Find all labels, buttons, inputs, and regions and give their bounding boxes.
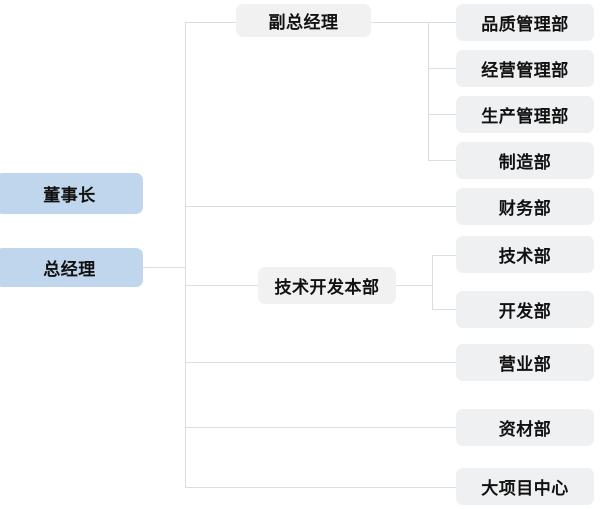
node-general-manager[interactable]: 总经理 bbox=[0, 248, 143, 287]
node-business-management-label: 经营管理部 bbox=[481, 61, 569, 80]
connector-subtrunk-to-technology bbox=[432, 255, 457, 256]
connector-deputy-gm-to-subtrunk bbox=[370, 22, 429, 23]
connector-main-trunk bbox=[185, 22, 186, 488]
connector-trunk-to-finance bbox=[185, 206, 457, 207]
node-technology-label: 技术部 bbox=[498, 247, 552, 266]
connector-subtrunk-to-quality bbox=[428, 22, 457, 23]
node-quality-management[interactable]: 品质管理部 bbox=[456, 4, 594, 41]
node-development-label: 开发部 bbox=[498, 302, 552, 321]
connector-tech-hq-to-subtrunk bbox=[395, 285, 433, 286]
connector-subtrunk-to-manufacturing bbox=[428, 160, 457, 161]
node-chairman-label: 董事长 bbox=[43, 186, 96, 205]
connector-trunk-to-sales bbox=[185, 362, 457, 363]
connector-subtrunk-to-development bbox=[432, 309, 457, 310]
node-sales[interactable]: 营业部 bbox=[456, 344, 594, 381]
node-deputy-general-manager[interactable]: 副总经理 bbox=[236, 4, 371, 37]
node-sales-label: 营业部 bbox=[498, 355, 552, 374]
node-quality-management-label: 品质管理部 bbox=[481, 15, 569, 34]
node-technology[interactable]: 技术部 bbox=[456, 236, 594, 273]
connector-subtrunk-to-production bbox=[428, 114, 457, 115]
connector-trunk-to-deputy-gm bbox=[185, 22, 237, 23]
node-development[interactable]: 开发部 bbox=[456, 291, 594, 328]
node-finance[interactable]: 财务部 bbox=[456, 188, 594, 225]
node-major-project-center[interactable]: 大项目中心 bbox=[456, 468, 594, 505]
node-major-project-center-label: 大项目中心 bbox=[481, 479, 569, 498]
node-production-management-label: 生产管理部 bbox=[481, 107, 569, 126]
node-chairman[interactable]: 董事长 bbox=[0, 173, 143, 214]
node-finance-label: 财务部 bbox=[498, 199, 552, 218]
node-deputy-general-manager-label: 副总经理 bbox=[268, 13, 339, 32]
connector-tech-hq-subtrunk bbox=[432, 255, 433, 310]
node-materials[interactable]: 资材部 bbox=[456, 409, 594, 446]
node-materials-label: 资材部 bbox=[498, 420, 552, 439]
connector-deputy-gm-subtrunk bbox=[428, 22, 429, 161]
node-business-management[interactable]: 经营管理部 bbox=[456, 50, 594, 87]
node-general-manager-label: 总经理 bbox=[43, 260, 96, 279]
connector-subtrunk-to-business-mgmt bbox=[428, 68, 457, 69]
connector-trunk-to-tech-hq bbox=[185, 285, 259, 286]
node-manufacturing[interactable]: 制造部 bbox=[456, 142, 594, 179]
node-tech-development-hq[interactable]: 技术开发本部 bbox=[258, 267, 396, 304]
node-manufacturing-label: 制造部 bbox=[498, 153, 552, 172]
node-tech-development-hq-label: 技术开发本部 bbox=[274, 278, 380, 297]
connector-trunk-to-materials bbox=[185, 427, 457, 428]
connector-gm-to-trunk bbox=[143, 267, 186, 268]
node-production-management[interactable]: 生产管理部 bbox=[456, 96, 594, 133]
connector-trunk-to-major-project bbox=[185, 487, 457, 488]
